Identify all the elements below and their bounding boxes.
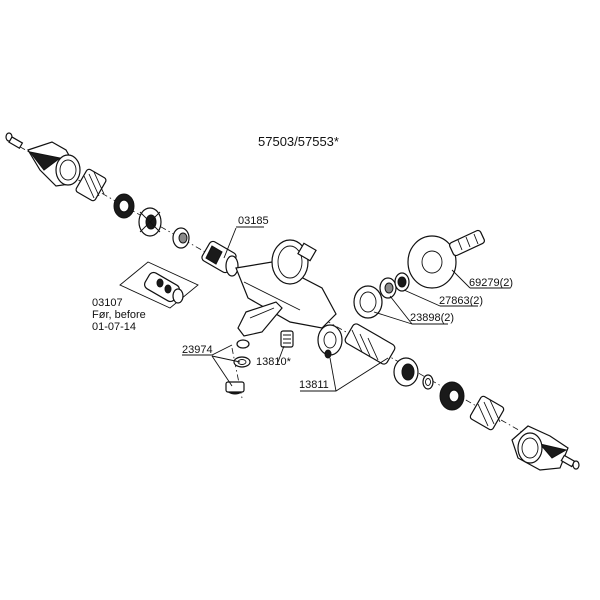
label-03185: 03185	[238, 215, 269, 227]
connectors-23898	[353, 277, 397, 319]
label-69279: 69279(2)	[469, 277, 514, 289]
check-valve-13811	[317, 323, 396, 365]
flanged-nut	[138, 207, 162, 237]
right-ribbed-knob	[469, 395, 505, 431]
right-spline-ring	[439, 381, 465, 411]
seals-27863	[394, 272, 410, 292]
label-03107: 03107	[92, 297, 123, 309]
spout-lever	[237, 301, 283, 337]
right-screw	[560, 454, 580, 470]
plug-13810	[280, 330, 294, 348]
left-handle	[27, 141, 81, 187]
valve-body	[235, 239, 337, 329]
label-23898: 23898(2)	[410, 312, 455, 324]
label-13810: 13810*	[256, 356, 291, 368]
model-title: 57503/57553*	[258, 134, 339, 149]
cartridge-03185	[201, 240, 239, 277]
wall-eccentric-69279	[407, 229, 485, 289]
aerator-23974	[225, 339, 251, 395]
bushing	[172, 227, 190, 249]
label-27863: 27863(2)	[439, 295, 484, 307]
left-ribbed-knob	[75, 168, 107, 202]
right-handle	[511, 425, 569, 471]
label-before-line1: Før, before	[92, 309, 146, 321]
left-screw	[5, 132, 24, 150]
label-13811: 13811	[299, 379, 329, 391]
left-spline-ring	[113, 193, 135, 219]
label-before-line2: 01-07-14	[92, 321, 137, 333]
leader-lines	[182, 226, 510, 392]
right-cup	[393, 357, 419, 387]
inset-old-cartridge	[119, 261, 199, 309]
label-23974: 23974	[182, 344, 213, 356]
right-clip-ring	[422, 374, 434, 390]
